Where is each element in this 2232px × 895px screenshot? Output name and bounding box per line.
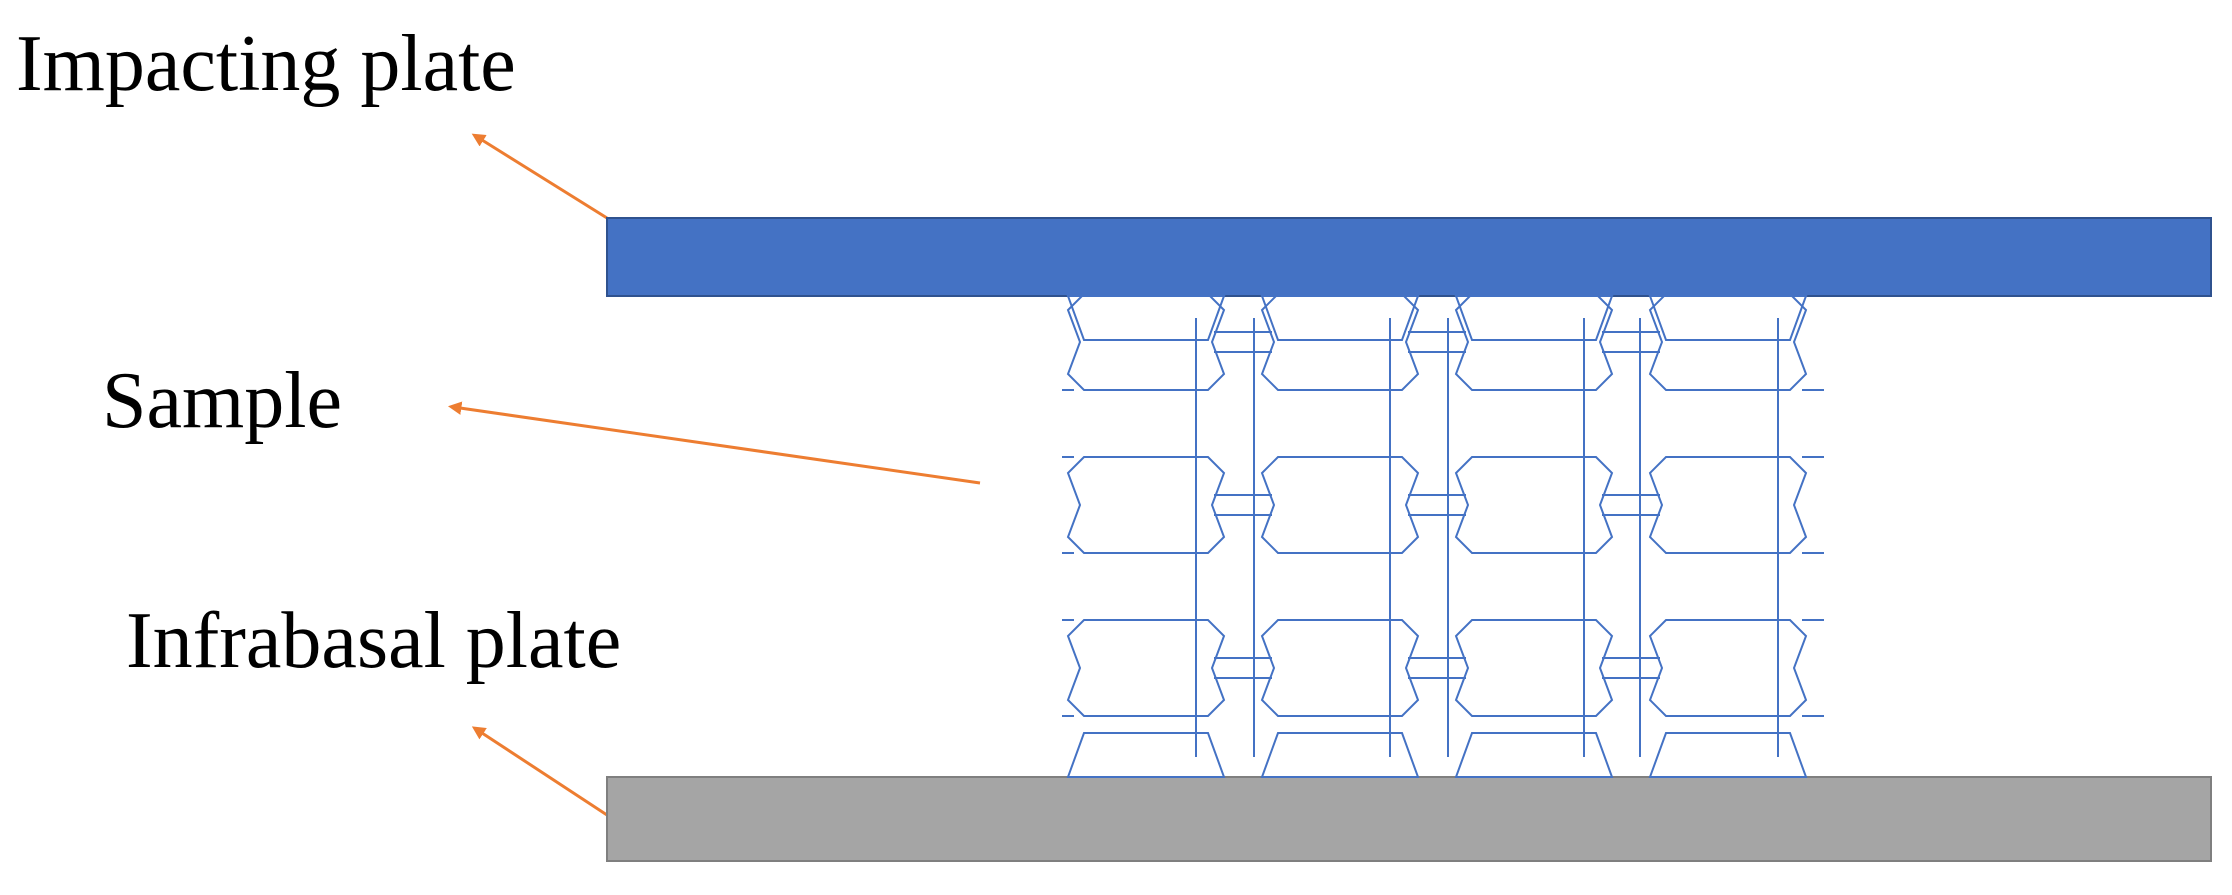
lattice-bottom-half-cell [1454,732,1614,778]
lattice-cell [1648,619,1808,717]
lattice-cell [1454,456,1614,554]
impacting-plate-arrow [471,133,608,220]
lattice-cell [1066,456,1226,554]
lattice-cell [1260,456,1420,554]
lattice-top-half-cell [1260,295,1420,341]
lattice-cell [1454,293,1614,391]
impacting-plate [606,217,2212,297]
lattice-cell [1066,293,1226,391]
lattice-top-half-cell [1066,295,1226,341]
impacting-plate-label: Impacting plate [16,20,516,108]
lattice-bottom-half-cell [1260,732,1420,778]
lattice-cell [1260,619,1420,717]
infrabasal-plate [606,776,2212,862]
lattice-top-half-cell [1454,295,1614,341]
lattice-top-half-cell [1648,295,1808,341]
lattice-cell [1648,456,1808,554]
lattice-bottom-half-cell [1066,732,1226,778]
infrabasal-plate-label: Infrabasal plate [126,597,621,685]
lattice-sample [1062,293,1824,778]
lattice-cell [1260,293,1420,391]
lattice-cell [1648,293,1808,391]
sample-arrow [447,401,981,485]
lattice-bottom-half-cell [1648,732,1808,778]
lattice-cell [1066,619,1226,717]
sample-label: Sample [102,357,342,445]
lattice-cell [1454,619,1614,717]
infrabasal-plate-arrow [471,726,608,817]
